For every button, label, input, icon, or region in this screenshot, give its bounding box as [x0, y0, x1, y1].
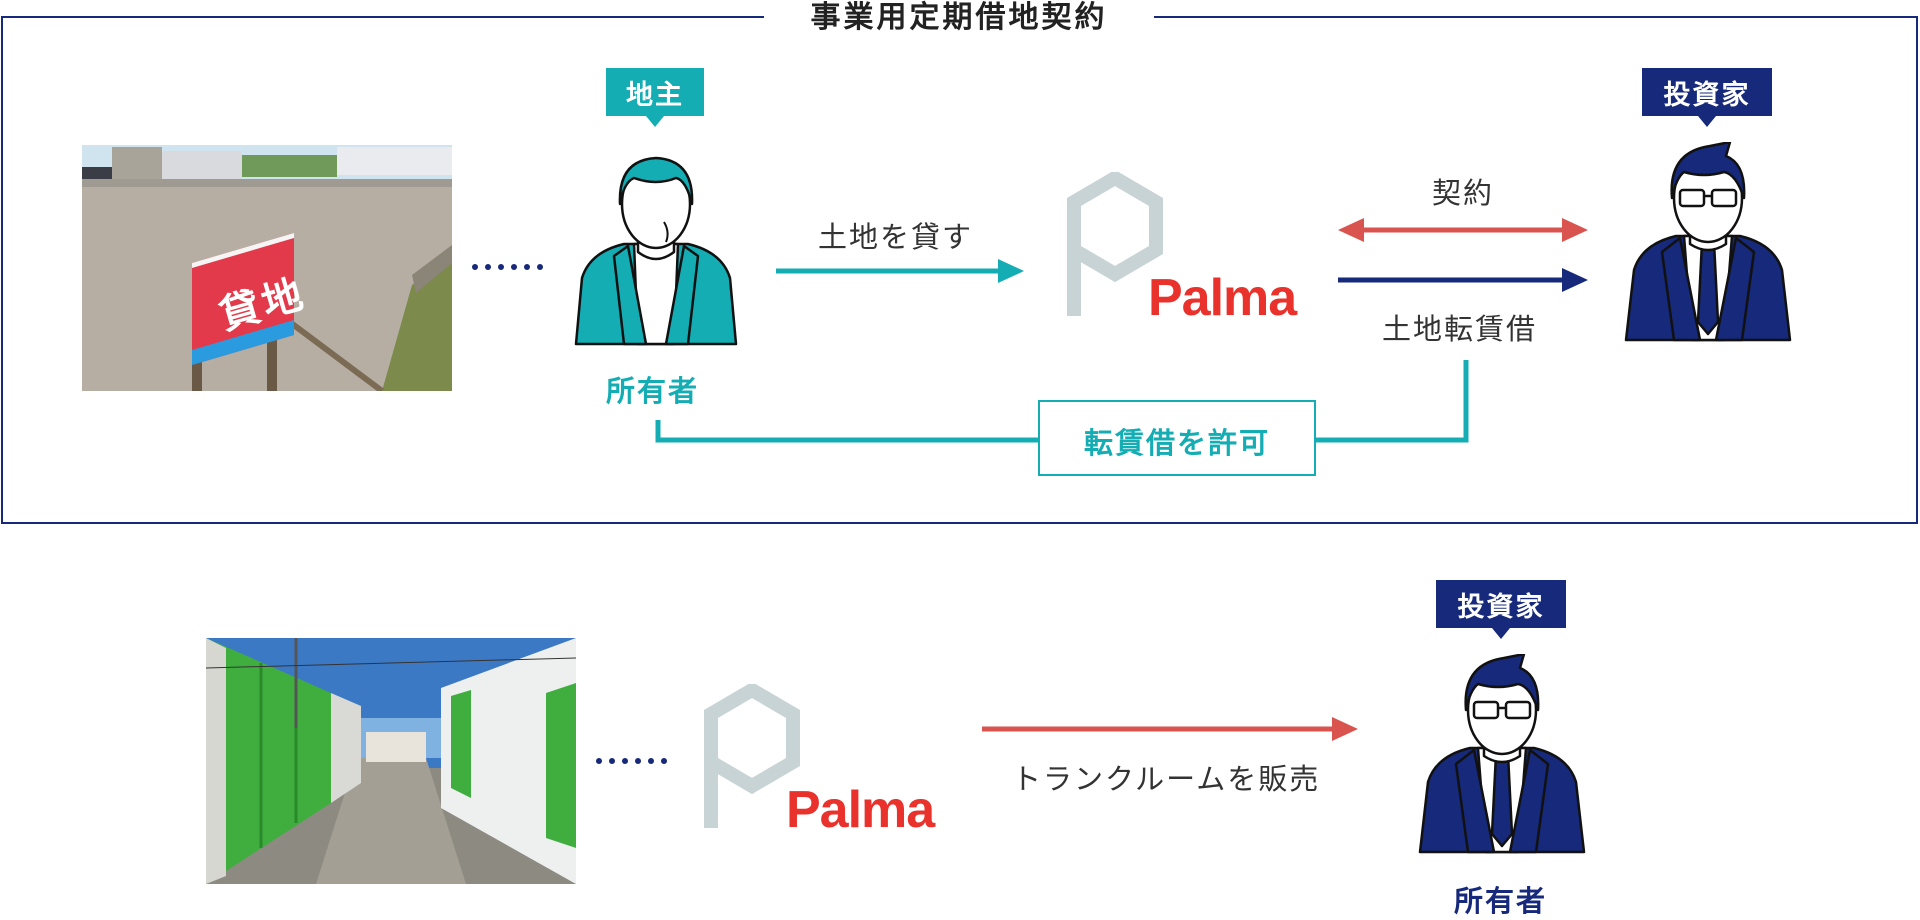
investor-person-icon-bottom: [1418, 654, 1586, 854]
owner-label-top: 所有者: [606, 374, 700, 408]
sale-label: トランクルームを販売: [1012, 762, 1321, 796]
permit-box: [1038, 400, 1316, 476]
dotted-connector-top: [472, 264, 543, 270]
owner-label-bottom: 所有者: [1454, 884, 1548, 918]
sublease-arrow: [1338, 268, 1588, 292]
landowner-person-icon: [574, 156, 738, 346]
lend-land-label: 土地を貸す: [818, 220, 974, 254]
sublease-label: 土地転賃借: [1382, 312, 1538, 346]
palma-brand-bottom: Palma: [786, 781, 935, 839]
permit-label: 転賃借を許可: [1083, 426, 1270, 460]
sale-arrow: [982, 717, 1358, 741]
contract-title: 事業用定期借地契約: [764, 0, 1154, 36]
lend-land-arrow: [776, 259, 1024, 283]
vacant-lot-photo: [82, 145, 452, 391]
investor-tag-bottom: 投資家: [1436, 580, 1566, 639]
contract-label: 契約: [1432, 176, 1495, 210]
palma-logo-icon-bottom: [704, 684, 800, 828]
dotted-connector-bottom: [596, 758, 667, 764]
palma-logo-icon: [1067, 172, 1163, 316]
landowner-tag: 地主: [606, 68, 704, 127]
trunk-room-photo: [206, 638, 576, 884]
palma-brand-top: Palma: [1148, 269, 1297, 327]
investor-person-icon: [1624, 142, 1792, 342]
investor-tag-top: 投資家: [1642, 68, 1772, 127]
contract-double-arrow: [1338, 218, 1588, 242]
